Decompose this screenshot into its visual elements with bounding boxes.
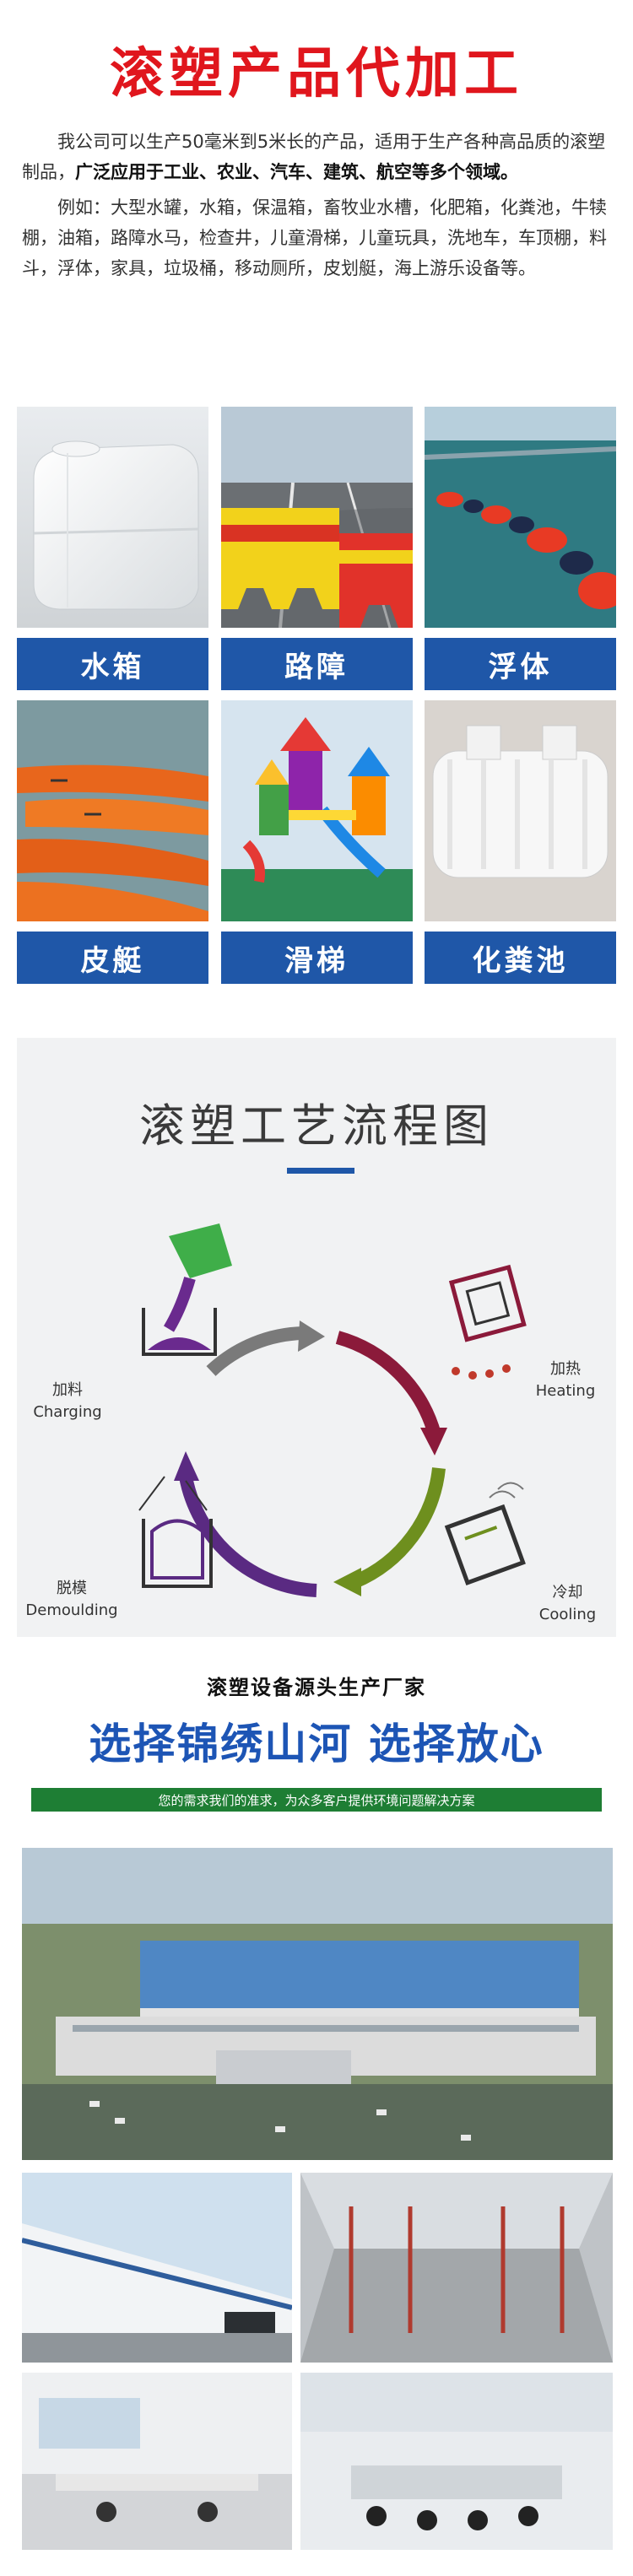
factory-aerial-photo: [22, 1848, 613, 2160]
factory-slogan: 选择锦绣山河 选择放心: [89, 1720, 544, 1769]
factory-building-photo: [22, 2173, 292, 2363]
product-grid: 水箱 路障: [17, 407, 616, 994]
step-cooling-cn: 冷却: [552, 1584, 583, 1601]
step-heating-cn: 加热: [550, 1360, 581, 1378]
product-label: 皮艇: [17, 932, 208, 984]
intro-paragraph-2: 例如：大型水罐，水箱，保温箱，畜牧业水槽，化肥箱，化粪池，牛犊棚，油箱，路障水马…: [22, 197, 607, 278]
product-label: 浮体: [425, 638, 616, 690]
factory-subtitle: 滚塑设备源头生产厂家: [207, 1676, 426, 1699]
step-charging-cn: 加料: [52, 1381, 83, 1399]
intro-p1-bold: 广泛应用于工业、农业、汽车、建筑、航空等多个领域。: [75, 162, 518, 182]
product-label: 化粪池: [425, 932, 616, 984]
step-charging-en: Charging: [33, 1403, 102, 1421]
intro-paragraph-1: 我公司可以生产50毫米到5米长的产品，适用于生产各种高品质的滚塑制品，广泛应用于…: [22, 127, 611, 187]
office-photo: [22, 2373, 292, 2550]
meeting-room-photo: [300, 2373, 613, 2550]
step-cooling-en: Cooling: [538, 1606, 597, 1623]
product-row-1: 水箱 路障: [17, 407, 616, 690]
product-card-kayak[interactable]: 皮艇: [17, 700, 208, 984]
factory-header: 滚塑设备源头生产厂家 选择锦绣山河 选择放心 您的需求我们的准求，为众多客户提供…: [0, 1671, 633, 1812]
intro-p1-normal: 我公司可以生产50毫米到5米长的产品，适用于生产各种高品质的滚塑制品，: [22, 132, 606, 182]
workshop-interior-photo: [300, 2173, 613, 2363]
step-cooling: 冷却 Cooling: [519, 1582, 616, 1626]
septic-tank-photo: [425, 700, 616, 921]
page-title: 滚塑产品代加工: [110, 43, 523, 105]
water-tank-photo: [17, 407, 208, 628]
product-card-septic-tank[interactable]: 化粪池: [425, 700, 616, 984]
intro-text: 我公司可以生产50毫米到5米长的产品，适用于生产各种高品质的滚塑制品，广泛应用于…: [0, 127, 633, 284]
product-row-2: 皮艇: [17, 700, 616, 984]
product-label: 水箱: [17, 638, 208, 690]
title-underline: [287, 1168, 354, 1174]
step-heating-en: Heating: [535, 1382, 596, 1400]
buoy-photo: [425, 407, 616, 628]
product-card-road-barrier[interactable]: 路障: [220, 407, 413, 690]
step-demoulding-cn: 脱模: [57, 1580, 87, 1597]
process-cycle-graphic: [138, 1223, 527, 1597]
step-charging: 加料 Charging: [17, 1380, 118, 1423]
product-card-water-tank[interactable]: 水箱: [17, 407, 208, 690]
road-barrier-photo: [220, 407, 413, 628]
step-demoulding: 脱模 Demoulding: [17, 1578, 127, 1622]
factory-banner: 您的需求我们的准求，为众多客户提供环境问题解决方案: [31, 1788, 602, 1812]
step-heating: 加热 Heating: [515, 1358, 616, 1402]
product-label: 路障: [220, 638, 413, 690]
step-demoulding-en: Demoulding: [25, 1601, 118, 1619]
process-title: 滚塑工艺流程图: [139, 1099, 494, 1153]
process-diagram: 滚塑工艺流程图: [17, 1038, 616, 1637]
product-card-buoy[interactable]: 浮体: [425, 407, 616, 690]
product-card-slide[interactable]: 滑梯: [220, 700, 413, 984]
playground-slide-photo: [220, 700, 413, 921]
kayak-photo: [17, 700, 208, 921]
product-label: 滑梯: [220, 932, 413, 984]
